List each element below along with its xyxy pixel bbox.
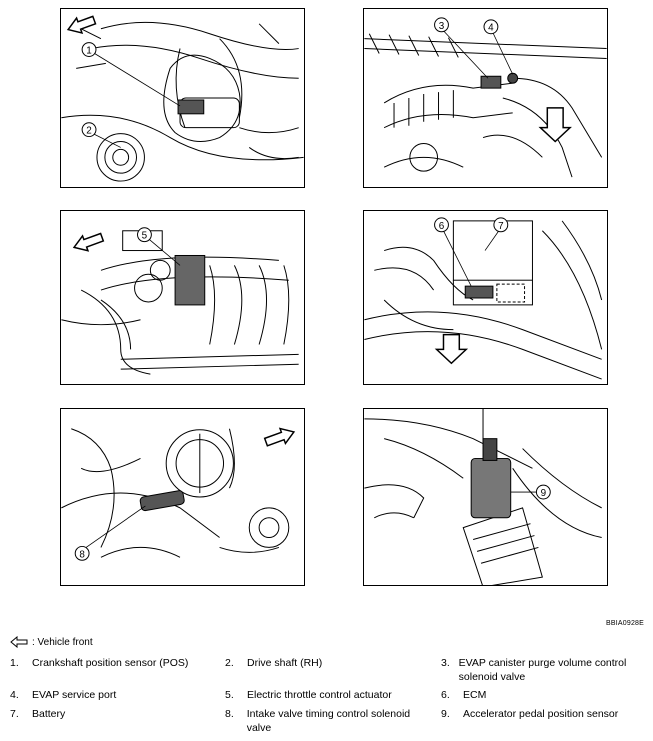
- vehicle-front-arrow-icon: [10, 636, 28, 648]
- pedal-illustration: 9: [364, 409, 602, 585]
- list-item: 2.Drive shaft (RH): [225, 657, 323, 669]
- list-item: 3.EVAP canister purge volume control sol…: [441, 657, 627, 683]
- engine-illustration-3: 5: [61, 227, 299, 375]
- panel-accelerator-pedal: 9: [363, 408, 608, 586]
- panel-ecm-battery: 6 7: [363, 210, 608, 385]
- engine-illustration-5: 8: [61, 427, 296, 561]
- engine-illustration-2: 3 4: [364, 17, 607, 178]
- vehicle-front-arrow-icon: [72, 232, 105, 252]
- callout-4: 4: [488, 23, 494, 34]
- vehicle-front-arrow-icon: [263, 427, 296, 447]
- panel-evap-canister: 3 4: [363, 8, 608, 188]
- callout-2: 2: [86, 126, 92, 137]
- callout-3: 3: [439, 21, 445, 32]
- panel-intake-valve-solenoid: 8: [60, 408, 305, 586]
- panel-crankshaft-sensor: 1 2: [60, 8, 305, 188]
- legend-vehicle-front: : Vehicle front: [10, 636, 93, 648]
- panel-throttle-actuator: 5: [60, 210, 305, 385]
- list-item: 5.Electric throttle control actuator: [225, 689, 392, 701]
- diagram-code: BBIA0928E: [606, 620, 644, 627]
- list-item: 7.Battery: [10, 708, 66, 720]
- callout-6: 6: [439, 221, 445, 232]
- vehicle-front-arrow-icon: [434, 333, 469, 365]
- list-item: 1.Crankshaft position sensor (POS): [10, 657, 189, 669]
- vehicle-front-arrow-icon: [538, 107, 572, 143]
- engine-illustration-1: 1 2: [61, 15, 304, 182]
- list-item: 8.Intake valve timing control solenoid v…: [225, 708, 411, 734]
- list-item: 6.ECM: [441, 689, 487, 701]
- callout-1: 1: [86, 46, 92, 57]
- legend-vehicle-front-label: : Vehicle front: [32, 636, 93, 648]
- callout-5: 5: [142, 231, 148, 242]
- engine-illustration-4: 6 7: [364, 217, 603, 380]
- list-item: 9.Accelerator pedal position sensor: [441, 708, 619, 720]
- vehicle-front-arrow-icon: [66, 15, 97, 34]
- callout-8: 8: [79, 549, 85, 560]
- list-item: 4.EVAP service port: [10, 689, 117, 701]
- callout-7: 7: [498, 221, 504, 232]
- callout-9: 9: [541, 488, 547, 499]
